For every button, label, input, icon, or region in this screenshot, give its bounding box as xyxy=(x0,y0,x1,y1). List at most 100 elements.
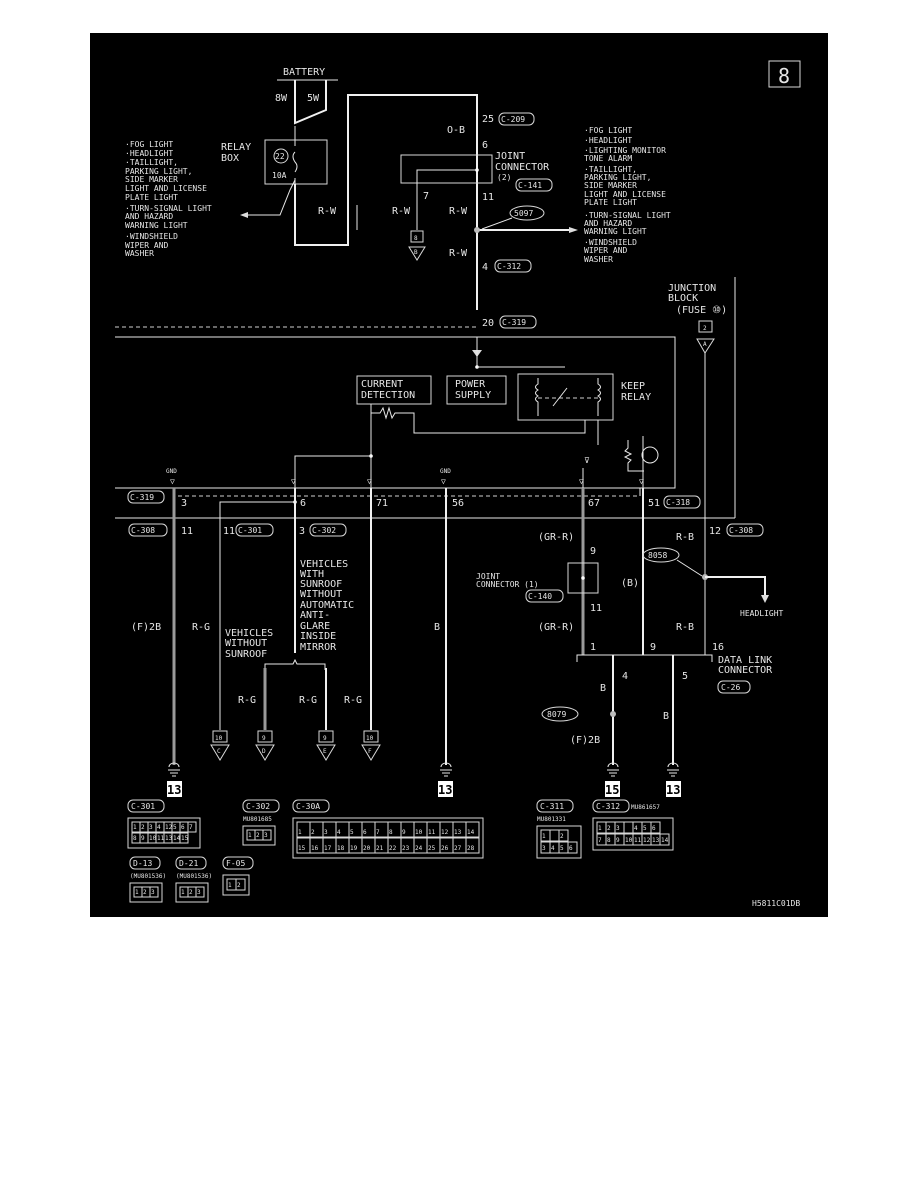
connector-id: C-302 xyxy=(246,802,270,811)
svg-text:VEHICLES: VEHICLES xyxy=(300,559,348,570)
pin-number: 1 xyxy=(542,833,546,840)
connector-pin xyxy=(465,837,480,854)
svg-text:WARNING LIGHT: WARNING LIGHT xyxy=(125,221,188,230)
pin-number: 2 xyxy=(143,889,147,896)
svg-text:PLATE LIGHT: PLATE LIGHT xyxy=(125,193,178,202)
svg-text:13: 13 xyxy=(167,783,181,797)
svg-text:·FOG LIGHT: ·FOG LIGHT xyxy=(584,126,632,135)
connector-part-number: MU861657 xyxy=(631,804,660,811)
joint-connector-1: (GR-R) 9 JOINT CONNECTOR (1) C-140 11 (G… xyxy=(476,532,694,633)
page-number-box xyxy=(768,60,801,88)
connector-part-number: MU801331 xyxy=(537,816,566,823)
terminal-ref: 8 xyxy=(414,235,418,242)
svg-text:C-301: C-301 xyxy=(238,526,262,535)
pin-number: 7 xyxy=(189,824,193,831)
svg-text:B: B xyxy=(414,249,418,256)
pin-number: 23 xyxy=(402,845,410,852)
svg-text:WITHOUT: WITHOUT xyxy=(300,589,342,600)
connector-id: D-21 xyxy=(179,859,198,868)
svg-text:B: B xyxy=(600,683,606,694)
pin-number: 3 xyxy=(264,832,268,839)
pin-number: 13 xyxy=(165,835,173,842)
svg-text:DETECTION: DETECTION xyxy=(361,390,415,401)
pin-number: 5 xyxy=(560,845,564,852)
svg-text:12: 12 xyxy=(709,526,721,537)
svg-text:WASHER: WASHER xyxy=(125,249,154,258)
svg-text:·TAILLIGHT,: ·TAILLIGHT, xyxy=(584,165,637,174)
svg-text:▽: ▽ xyxy=(367,477,372,486)
connector-id: C-311 xyxy=(540,802,564,811)
svg-text:JOINT: JOINT xyxy=(476,572,500,581)
svg-text:JOINT: JOINT xyxy=(495,151,525,162)
svg-text:56: 56 xyxy=(452,498,464,509)
fusible-link-5w: 5W xyxy=(307,93,320,104)
svg-text:▽: ▽ xyxy=(291,477,296,486)
connector-pin xyxy=(235,878,246,891)
connector-c319: C-319 xyxy=(502,318,526,327)
left-feed-list: ·FOG LIGHT ·HEADLIGHT ·TAILLIGHT, PARKIN… xyxy=(125,140,212,258)
svg-text:7: 7 xyxy=(423,191,429,202)
pin-number: 2 xyxy=(237,882,241,889)
pin-number: 28 xyxy=(467,845,475,852)
ground-points: 13 13 15 13 xyxy=(167,762,681,797)
svg-text:TONE ALARM: TONE ALARM xyxy=(584,154,632,163)
module-connector-pins: C-319 3 6 71 56 67 51 C-318 C-308 11 11 … xyxy=(127,490,764,537)
pin-number: 9 xyxy=(402,829,406,836)
connector-pin xyxy=(558,829,569,842)
pin-number: 12 xyxy=(643,837,651,844)
svg-text:9: 9 xyxy=(262,735,266,742)
battery-label: BATTERY xyxy=(283,67,325,78)
svg-text:C-302: C-302 xyxy=(312,526,336,535)
gnd-label: GND xyxy=(166,468,177,475)
pin-number: 14 xyxy=(173,835,181,842)
svg-text:5: 5 xyxy=(682,671,688,682)
svg-text:POWER: POWER xyxy=(455,379,486,390)
joint-connector-2: 25 C-209 O-B 6 JOINT CONNECTOR (2) C-141… xyxy=(392,112,553,329)
svg-text:11: 11 xyxy=(590,603,602,614)
pin-number: 7 xyxy=(598,837,602,844)
wire-color-label: B xyxy=(434,622,440,633)
pin-number: 3 xyxy=(542,845,546,852)
svg-text:PLATE LIGHT: PLATE LIGHT xyxy=(584,198,637,207)
pin-number: 8 xyxy=(607,837,611,844)
svg-text:CONNECTOR (1): CONNECTOR (1) xyxy=(476,580,539,589)
svg-text:E: E xyxy=(323,748,327,755)
fusible-link-8w: 8W xyxy=(275,93,288,104)
svg-text:(GR-R): (GR-R) xyxy=(538,532,574,543)
connector-id: F-05 xyxy=(226,859,245,868)
wire-color-label: R-G xyxy=(238,695,256,706)
data-link-connector: 1 9 16 DATA LINK CONNECTOR C-26 4 B 5 B … xyxy=(570,642,773,746)
pin-number: 22 xyxy=(389,845,397,852)
svg-text:AND HAZARD: AND HAZARD xyxy=(125,212,173,221)
svg-text:8079: 8079 xyxy=(547,710,566,719)
pin-number: 15 xyxy=(181,835,189,842)
svg-text:11: 11 xyxy=(223,526,235,537)
svg-text:(B): (B) xyxy=(621,578,639,589)
pin-number: 3 xyxy=(151,889,155,896)
relay-box-label: BOX xyxy=(221,153,239,164)
svg-text:6: 6 xyxy=(482,140,488,151)
pin-number: 3 xyxy=(616,825,620,832)
connector-c26: C-26 xyxy=(721,683,740,692)
svg-text:20: 20 xyxy=(482,318,494,329)
svg-text:·LIGHTING MONITOR: ·LIGHTING MONITOR xyxy=(584,146,666,155)
pin-number: 13 xyxy=(454,829,462,836)
svg-text:10: 10 xyxy=(366,735,374,742)
ground-icon xyxy=(607,762,619,777)
battery: BATTERY 8W 5W xyxy=(275,67,338,125)
connector-id: C-30A xyxy=(296,802,320,811)
svg-text:9: 9 xyxy=(323,735,327,742)
svg-text:JUNCTION: JUNCTION xyxy=(668,283,716,294)
svg-text:(GR-R): (GR-R) xyxy=(538,622,574,633)
pin-number: 6 xyxy=(363,829,367,836)
svg-text:·HEADLIGHT: ·HEADLIGHT xyxy=(584,136,632,145)
svg-text:GLARE: GLARE xyxy=(300,621,330,632)
svg-text:MIRROR: MIRROR xyxy=(300,642,337,653)
pin-number: 1 xyxy=(248,832,252,839)
svg-text:(FUSE ⑩): (FUSE ⑩) xyxy=(676,305,727,316)
